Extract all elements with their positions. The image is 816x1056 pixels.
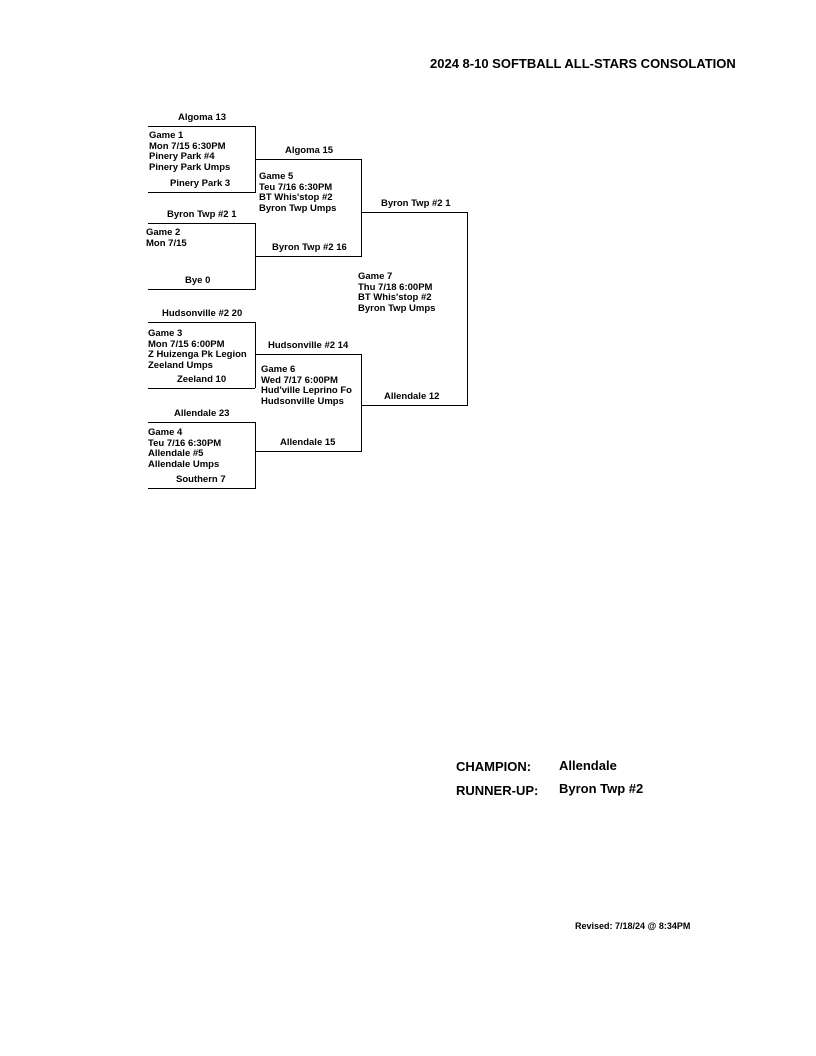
game-7-bottom-line xyxy=(361,405,467,406)
runner-up-value: Byron Twp #2 xyxy=(559,781,644,796)
game-2-top-team: Byron Twp #2 1 xyxy=(167,209,237,220)
game-7-date: Thu 7/18 6:00PM xyxy=(358,281,433,293)
game-3-label: Game 3 xyxy=(148,328,183,339)
game-2-info: Game 2 Mon 7/15 xyxy=(146,227,187,249)
game-4-top-line xyxy=(148,422,255,423)
game-5-bottom-line xyxy=(255,256,361,257)
game-5-top-line xyxy=(255,159,361,160)
game-7-top-team: Byron Twp #2 1 xyxy=(381,198,451,209)
game-1-umps: Pinery Park Umps xyxy=(149,161,231,173)
game-6-bottom-team: Allendale 15 xyxy=(280,437,336,448)
game-6-top-line xyxy=(255,354,361,355)
game-6-top-team: Hudsonville #2 14 xyxy=(268,340,349,351)
game-4-field: Allendale #5 xyxy=(148,448,204,460)
game-4-connector xyxy=(255,422,256,489)
runner-up-label: RUNNER-UP: xyxy=(456,783,539,798)
game-4-umps: Allendale Umps xyxy=(148,458,220,470)
game-5-field: BT Whis'stop #2 xyxy=(259,192,333,204)
game-4-label: Game 4 xyxy=(148,427,183,438)
game-7-label: Game 7 xyxy=(358,271,393,282)
game-3-bottom-line xyxy=(148,388,255,389)
game-6-info: Game 6 Wed 7/17 6:00PM Hud'ville Leprino… xyxy=(261,364,352,407)
game-3-top-line xyxy=(148,322,255,323)
game-6-date: Wed 7/17 6:00PM xyxy=(261,374,338,386)
game-6-umps: Hudsonville Umps xyxy=(261,395,344,407)
champion-value: Allendale xyxy=(559,758,617,773)
game-1-bottom-team: Pinery Park 3 xyxy=(170,178,231,189)
game-4-date: Teu 7/16 6:30PM xyxy=(148,437,222,449)
game-5-bottom-team: Byron Twp #2 16 xyxy=(272,242,347,253)
game-7-info: Game 7 Thu 7/18 6:00PM BT Whis'stop #2 B… xyxy=(358,271,436,314)
game-6-field: Hud'ville Leprino Fo xyxy=(261,385,352,397)
game-7-bottom-team: Allendale 12 xyxy=(384,391,440,402)
game-1-info: Game 1 Mon 7/15 6:30PM Pinery Park #4 Pi… xyxy=(149,130,231,173)
game-5-info: Game 5 Teu 7/16 6:30PM BT Whis'stop #2 B… xyxy=(259,171,337,214)
game-5-connector xyxy=(361,159,362,257)
game-4-bottom-line xyxy=(148,488,255,489)
game-3-top-team: Hudsonville #2 20 xyxy=(162,308,243,319)
game-1-date: Mon 7/15 6:30PM xyxy=(149,140,226,152)
game-6-connector xyxy=(361,354,362,452)
game-4-top-team: Allendale 23 xyxy=(174,408,230,419)
page-title: 2024 8-10 SOFTBALL ALL-STARS CONSOLATION xyxy=(430,56,736,71)
game-1-field: Pinery Park #4 xyxy=(149,151,215,163)
game-7-umps: Byron Twp Umps xyxy=(358,302,436,314)
game-5-umps: Byron Twp Umps xyxy=(259,202,337,214)
game-3-date: Mon 7/15 6:00PM xyxy=(148,338,225,350)
game-5-top-team: Algoma 15 xyxy=(285,145,334,156)
game-4-info: Game 4 Teu 7/16 6:30PM Allendale #5 Alle… xyxy=(148,427,222,470)
game-7-connector xyxy=(467,212,468,406)
game-3-umps: Zeeland Umps xyxy=(148,359,213,371)
game-1-label: Game 1 xyxy=(149,130,184,141)
game-2-label: Game 2 xyxy=(146,227,181,238)
game-3-connector xyxy=(255,322,256,388)
game-1-top-team: Algoma 13 xyxy=(178,112,227,123)
game-3-field: Z Huizenga Pk Legion xyxy=(148,349,247,361)
game-1-bottom-line xyxy=(148,192,255,193)
game-2-bottom-team: Bye 0 xyxy=(185,275,211,286)
game-1-top-line xyxy=(148,126,255,127)
game-3-bottom-team: Zeeland 10 xyxy=(177,374,227,385)
game-5-date: Teu 7/16 6:30PM xyxy=(259,181,333,193)
champion-label: CHAMPION: xyxy=(456,759,532,774)
game-5-label: Game 5 xyxy=(259,171,294,182)
game-2-date: Mon 7/15 xyxy=(146,237,187,249)
game-6-label: Game 6 xyxy=(261,364,296,375)
revised-timestamp: Revised: 7/18/24 @ 8:34PM xyxy=(575,921,691,931)
game-2-top-line xyxy=(148,223,255,224)
game-6-bottom-line xyxy=(255,451,361,452)
game-3-info: Game 3 Mon 7/15 6:00PM Z Huizenga Pk Leg… xyxy=(148,328,247,371)
game-4-bottom-team: Southern 7 xyxy=(176,474,226,485)
game-7-top-line xyxy=(361,212,467,213)
game-7-field: BT Whis'stop #2 xyxy=(358,292,432,304)
game-2-bottom-line xyxy=(148,289,255,290)
